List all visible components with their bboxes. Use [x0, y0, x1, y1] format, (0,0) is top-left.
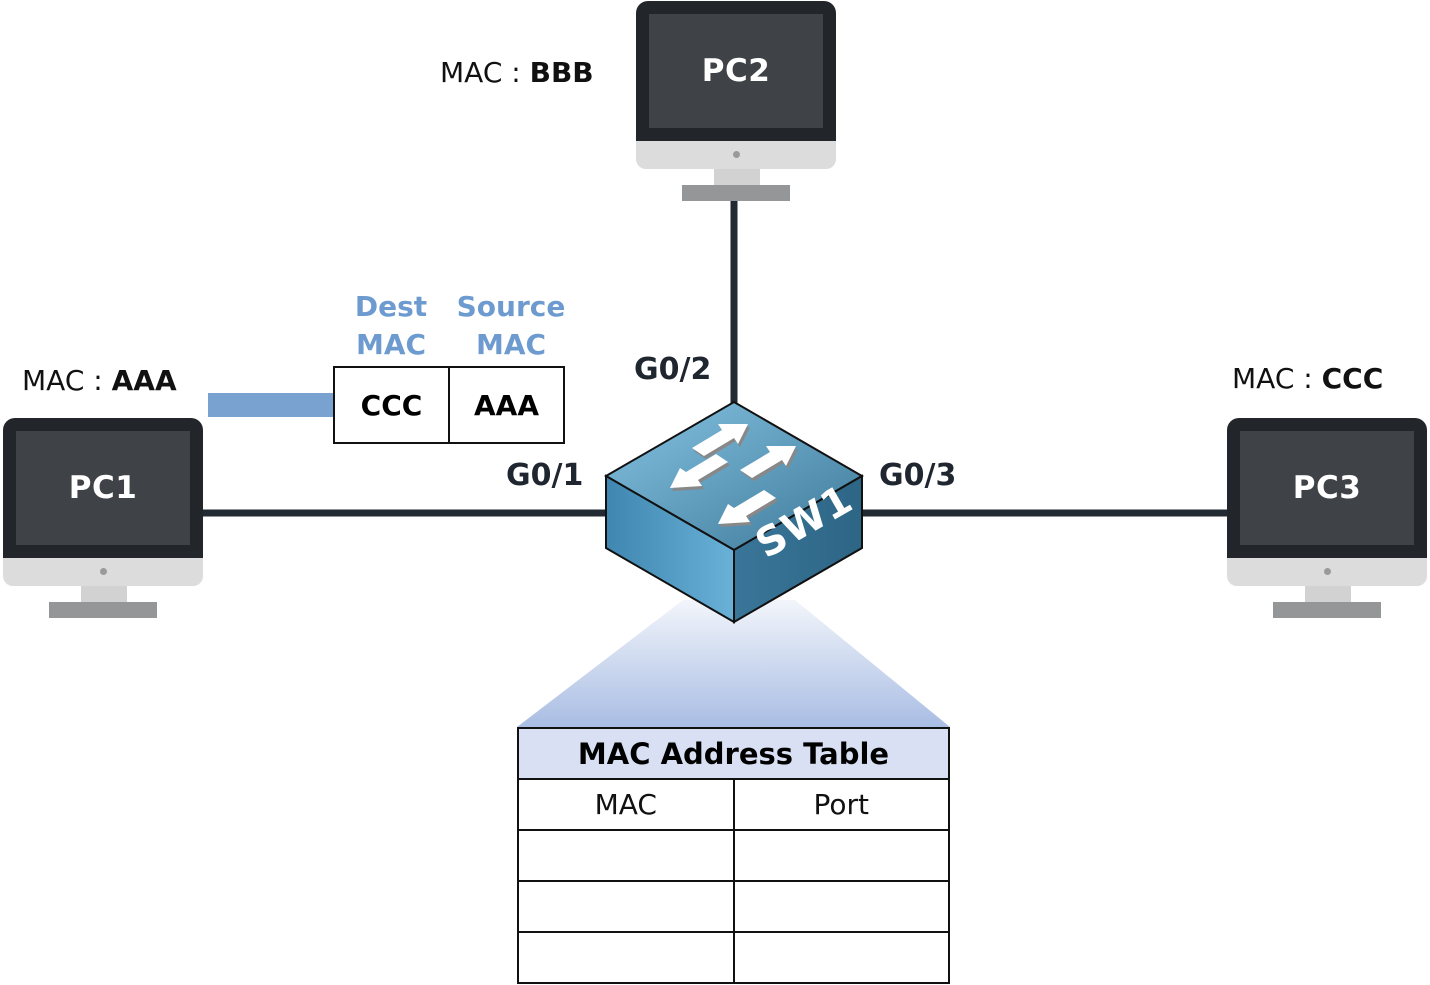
monitor-base — [682, 185, 790, 201]
monitor-screen: PC1 — [16, 431, 190, 545]
frame-dest-mac: CCC — [360, 388, 423, 422]
pc1-mac-label: MAC : AAA — [22, 364, 177, 397]
table-title-row: MAC Address Table — [517, 727, 950, 780]
mac-value: AAA — [111, 364, 177, 397]
pc3-computer-icon[interactable]: PC3 — [1227, 418, 1427, 618]
switch-arrows-icon — [670, 424, 798, 527]
monitor-screen: PC3 — [1240, 431, 1414, 545]
monitor-dot — [733, 151, 740, 158]
mac-prefix: MAC : — [22, 364, 112, 397]
table-callout-cone — [517, 600, 950, 727]
mac-value: CCC — [1321, 362, 1384, 395]
monitor-screen: PC2 — [649, 14, 823, 128]
monitor-stand — [81, 586, 127, 602]
table-title: MAC Address Table — [517, 727, 950, 780]
mac-address-table: MAC Address Table MAC Port — [517, 727, 950, 984]
monitor-dot — [1324, 568, 1331, 575]
pc1-name: PC1 — [68, 470, 138, 506]
port-label-g0-3: G0/3 — [879, 458, 957, 493]
table-cell-mac — [517, 829, 735, 882]
pc2-computer-icon[interactable]: PC2 — [636, 1, 836, 201]
monitor-base — [49, 602, 157, 618]
source-header-line1: Source — [456, 290, 566, 323]
dest-header-line1: Dest — [354, 290, 428, 323]
table-header-row: MAC Port — [517, 778, 950, 831]
mac-value: BBB — [529, 56, 594, 89]
mac-prefix: MAC : — [440, 56, 530, 89]
pc2-name: PC2 — [701, 53, 771, 89]
table-cell-mac — [517, 931, 735, 984]
frame-dest-header: Dest MAC — [333, 288, 449, 364]
pc3-mac-label: MAC : CCC — [1232, 362, 1383, 395]
table-cell-port — [732, 931, 950, 984]
dest-header-line2: MAC — [355, 328, 427, 361]
frame-source-header: Source MAC — [449, 288, 573, 364]
table-row — [517, 880, 950, 933]
source-header-line2: MAC — [475, 328, 547, 361]
ethernet-frame: CCC AAA — [333, 366, 565, 444]
pc1-computer-icon[interactable]: PC1 — [3, 418, 203, 618]
monitor-stand — [1305, 586, 1351, 602]
monitor-dot — [100, 568, 107, 575]
port-label-g0-1: G0/1 — [506, 458, 584, 493]
pc3-name: PC3 — [1292, 470, 1362, 506]
pc2-mac-label: MAC : BBB — [440, 56, 594, 89]
switch-icon — [604, 400, 864, 624]
table-cell-mac — [517, 880, 735, 933]
monitor-stand — [714, 169, 760, 185]
monitor-base — [1273, 602, 1381, 618]
column-header-mac: MAC — [517, 778, 735, 831]
frame-source-mac: AAA — [448, 368, 563, 442]
column-header-port: Port — [732, 778, 950, 831]
frame-pointer-bar — [208, 393, 334, 417]
table-cell-port — [732, 829, 950, 882]
mac-prefix: MAC : — [1232, 362, 1322, 395]
port-label-g0-2: G0/2 — [634, 352, 712, 387]
table-row — [517, 829, 950, 882]
table-cell-port — [732, 880, 950, 933]
table-row — [517, 931, 950, 984]
